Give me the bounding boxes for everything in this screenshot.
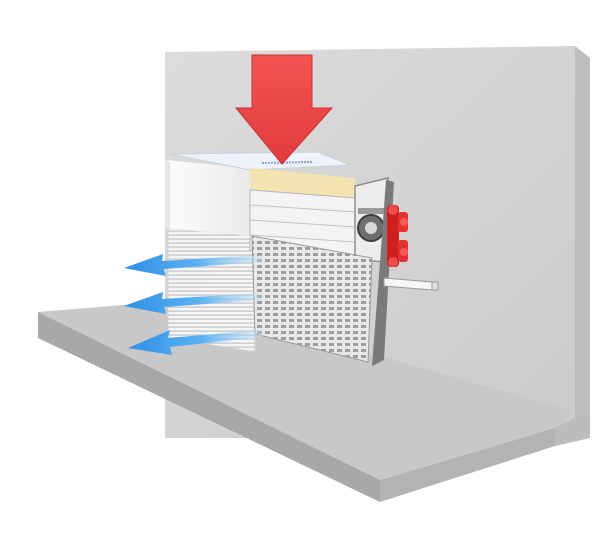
heater-casing: [165, 160, 250, 236]
wall-right-edge: [575, 46, 590, 438]
floor-front-face: [38, 312, 380, 502]
outgoing-air-arrows: [124, 254, 262, 355]
top-inlet-grille: [169, 151, 351, 171]
outflow-arrow-middle: [124, 292, 262, 314]
wall-floor-corner: [555, 410, 590, 446]
outflow-arrow-bottom: [128, 330, 262, 355]
insulation-layer: [250, 168, 355, 198]
outflow-arrow-top: [124, 254, 262, 276]
floor-side-face: [380, 428, 555, 502]
casing-left-face: [165, 160, 170, 230]
incoming-air-arrow: [234, 54, 334, 165]
red-valves: [387, 205, 408, 267]
perforated-front-grille: [251, 235, 373, 363]
pipe-connection: [383, 277, 439, 291]
casing-front-face: [165, 160, 250, 236]
